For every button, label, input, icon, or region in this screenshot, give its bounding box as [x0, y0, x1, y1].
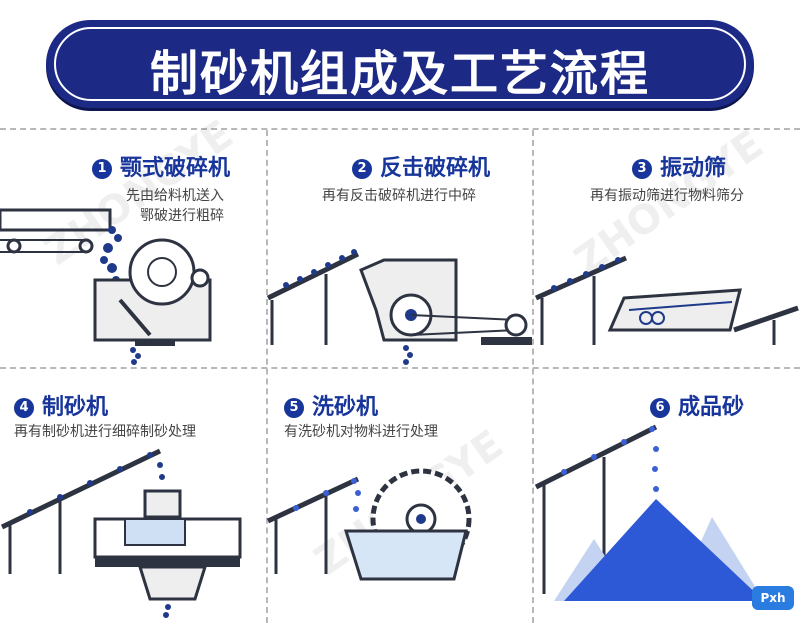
- jaw-crusher-illustration: [0, 208, 212, 365]
- step-2-desc-line: 再有反击破碎机进行中碎: [322, 188, 476, 204]
- step-2-number: 2: [352, 159, 372, 179]
- step-5-desc-line: 有洗砂机对物料进行处理: [284, 424, 438, 440]
- step-1-desc-line: 鄂破进行粗碎: [140, 208, 224, 224]
- vibrating-screen-illustration: [534, 255, 799, 345]
- step-2-description: 再有反击破碎机进行中碎: [322, 186, 476, 206]
- step-3-title: 3 振动筛: [632, 150, 726, 182]
- sand-maker-illustration: [0, 448, 242, 618]
- header: 制砂机组成及工艺流程: [0, 0, 800, 128]
- step-6-title: 6 成品砂: [650, 389, 744, 421]
- step-3-description: 再有振动筛进行物料筛分: [590, 186, 744, 206]
- step-6-number: 6: [650, 398, 670, 418]
- impact-crusher-illustration: [266, 249, 532, 365]
- grid-right-column-line: [532, 130, 534, 623]
- step-1-name: 颚式破碎机: [120, 156, 231, 181]
- sand-washer-illustration: [266, 468, 472, 581]
- step-5-name: 洗砂机: [312, 395, 379, 420]
- step-5-description: 有洗砂机对物料进行处理: [284, 422, 438, 442]
- step-5-number: 5: [284, 398, 304, 418]
- step-1-desc-line: 先由给料机送入: [126, 188, 224, 204]
- step-2-name: 反击破碎机: [380, 156, 491, 181]
- step-3-name: 振动筛: [660, 156, 727, 181]
- grid-top-line: [0, 128, 800, 130]
- step-3-number: 3: [632, 159, 652, 179]
- title-banner-border: [54, 27, 746, 101]
- step-1-number: 1: [92, 159, 112, 179]
- grid-left-column-line: [266, 130, 268, 623]
- finished-sand-illustration: [534, 424, 764, 601]
- step-5-title: 5 洗砂机: [284, 389, 378, 421]
- step-4-name: 制砂机: [42, 395, 109, 420]
- step-3-desc-line: 再有振动筛进行物料筛分: [590, 188, 744, 204]
- step-4-desc-line: 再有制砂机进行细碎制砂处理: [14, 424, 196, 440]
- step-2-title: 2 反击破碎机: [352, 150, 490, 182]
- step-4-title: 4 制砂机: [14, 389, 108, 421]
- page-title: 制砂机组成及工艺流程: [149, 46, 650, 102]
- step-1-title: 1 颚式破碎机: [92, 150, 230, 182]
- pxh-badge: Pxh: [752, 586, 794, 610]
- step-1-description: 先由给料机送入 鄂破进行粗碎: [126, 186, 224, 226]
- grid-middle-line: [0, 367, 800, 369]
- step-4-description: 再有制砂机进行细碎制砂处理: [14, 422, 196, 442]
- step-4-number: 4: [14, 398, 34, 418]
- title-banner: 制砂机组成及工艺流程: [46, 20, 754, 108]
- step-6-name: 成品砂: [678, 395, 745, 420]
